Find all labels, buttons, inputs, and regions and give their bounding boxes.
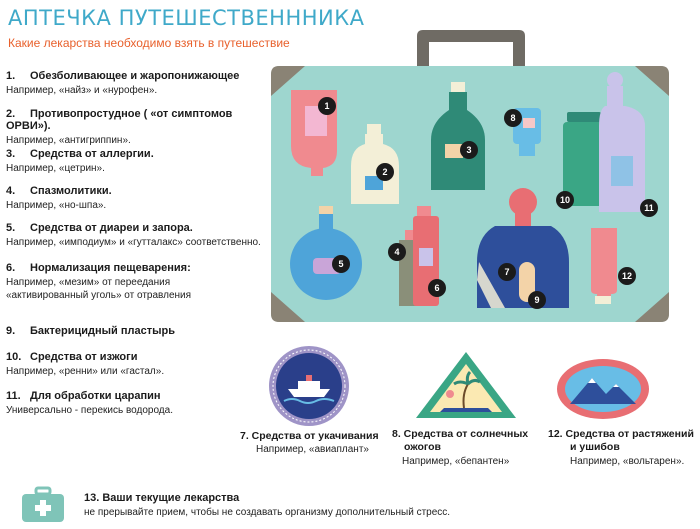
page-subtitle: Какие лекарства необходимо взять в путеш… [8, 36, 290, 50]
bottle-number: 8 [510, 113, 515, 123]
bottle-5-marker [332, 255, 350, 273]
bottle-3-marker [460, 141, 478, 159]
bottle-number: 9 [534, 295, 539, 305]
bottle-number: 2 [382, 167, 387, 177]
bottle-4-marker [388, 243, 406, 261]
item-heading: Средства от диареи и запора. [30, 222, 193, 234]
bottle-10 [563, 112, 605, 206]
suitcase-corner [271, 66, 305, 96]
item-heading: Противопростудное ( «от симптомов ОРВИ»)… [6, 108, 233, 132]
list-item: 1. Обезболивающее и жаропонижающее Наприм… [6, 70, 268, 97]
bottle-number: 4 [394, 247, 399, 257]
item-number: 4. [6, 185, 16, 197]
item-number: 2. [6, 108, 16, 120]
badge-8-desc: Например, «бепантен» [402, 456, 510, 467]
suitcase-handle [417, 30, 525, 68]
current-meds-title: 13. Ваши текущие лекарства [84, 492, 240, 504]
bottle-7 [477, 188, 569, 308]
badge-8-title: 8. Средства от солнечных ожогов [392, 428, 528, 454]
list-item: 11. Для обработки царапин Универсально - … [6, 390, 268, 417]
badge-12-title: 12. Средства от растяжений и ушибов [548, 428, 694, 454]
item-heading: Бактерицидный пластырь [30, 325, 176, 337]
badge-7-title: 7. Средства от укачивания [240, 430, 379, 442]
badge-12-title-line1: 12. Средства от растяжений [548, 428, 694, 440]
list-item: 4. Спазмолитики. Например, «но-шпа». [6, 185, 268, 212]
suitcase-corner [635, 292, 669, 322]
bottle-12-marker [618, 267, 636, 285]
item-description: Например, «но-шпа». [6, 200, 107, 211]
list-item: 2.Противопростудное ( «от симптомов ОРВИ… [6, 108, 268, 147]
bottle-9-marker [528, 291, 546, 309]
item-description: Универсально - перекись водорода. [6, 405, 173, 416]
list-item: 10. Средства от изжоги Например, «ренни» … [6, 351, 268, 378]
item-number: 9. [6, 325, 16, 337]
item-number: 3. [6, 148, 16, 160]
bottle-2 [351, 124, 399, 204]
list-item: 5. Средства от диареи и запора. Например,… [6, 222, 268, 249]
item-number: 5. [6, 222, 16, 234]
bottle-number: 12 [622, 271, 632, 281]
bottle-11-marker [640, 199, 658, 217]
suitcase-corner [271, 292, 305, 322]
list-item: 3. Средства от аллергии. Например, «цетри… [6, 148, 268, 175]
mountain-badge-icon [557, 359, 649, 419]
item-number: 1. [6, 70, 16, 82]
item-number: 10. [6, 351, 22, 363]
bottle-number: 5 [338, 259, 343, 269]
ship-badge-icon [269, 346, 349, 426]
item-heading: Средства от аллергии. [30, 148, 154, 160]
bottle-number: 7 [504, 267, 509, 277]
list-item: 9. Бактерицидный пластырь [6, 325, 268, 337]
item-number: 6. [6, 262, 16, 274]
bottle-12 [591, 228, 617, 304]
page-title: АПТЕЧКА ПУТЕШЕСТВЕНННИКА [8, 6, 365, 30]
item-heading: Для обработки царапин [30, 390, 161, 402]
suitcase-corner [635, 66, 669, 96]
bottle-number: 11 [644, 203, 654, 213]
beach-badge-icon [416, 352, 516, 418]
bottle-10-marker [556, 191, 574, 209]
bottle-1-marker [318, 97, 336, 115]
item-number: 11. [6, 390, 21, 402]
item-heading: Средства от изжоги [30, 351, 138, 363]
bottle-number: 6 [434, 283, 439, 293]
bottle-8-marker [504, 109, 522, 127]
item-heading: Нормализация пещеварения: [30, 262, 191, 274]
list-item: 6. Нормализация пещеварения: Например, «м… [6, 262, 268, 302]
bottle-11 [599, 72, 645, 212]
item-description: Например, «мезим» от переедания «активир… [6, 277, 192, 301]
current-meds-desc: не прерывайте прием, чтобы не создавать … [84, 507, 451, 518]
bottle-number: 3 [466, 145, 471, 155]
item-description: Например, «найз» и «нурофен». [6, 85, 158, 96]
item-heading: Обезболивающее и жаропонижающее [30, 70, 240, 82]
bottle-3 [431, 82, 485, 190]
item-heading: Спазмолитики. [30, 185, 112, 197]
item-description: Например, «цетрин». [6, 163, 105, 174]
badge-8-title-line2: ожогов [404, 441, 441, 453]
bottle-6-marker [428, 279, 446, 297]
badge-7-desc: Например, «авиаплант» [256, 444, 369, 455]
badge-8-title-line1: 8. Средства от солнечных [392, 428, 529, 440]
suitcase-illustration: 1 2 3 4 5 6 7 8 9 10 11 12 [271, 30, 669, 322]
bottle-number: 1 [324, 101, 329, 111]
bottle-7-marker [498, 263, 516, 281]
item-description: Например, «антигриппин». [6, 135, 131, 146]
bottle-2-marker [376, 163, 394, 181]
bottle-number: 10 [560, 195, 570, 205]
badge-12-desc: Например, «вольтарен». [570, 456, 685, 467]
badge-12-title-line2: и ушибов [570, 441, 620, 453]
item-description: Например, «имподиум» и «гутталакс» соотв… [6, 237, 261, 248]
first-aid-kit-icon [22, 486, 64, 522]
item-description: Например, «ренни» или «гастал». [6, 366, 165, 377]
